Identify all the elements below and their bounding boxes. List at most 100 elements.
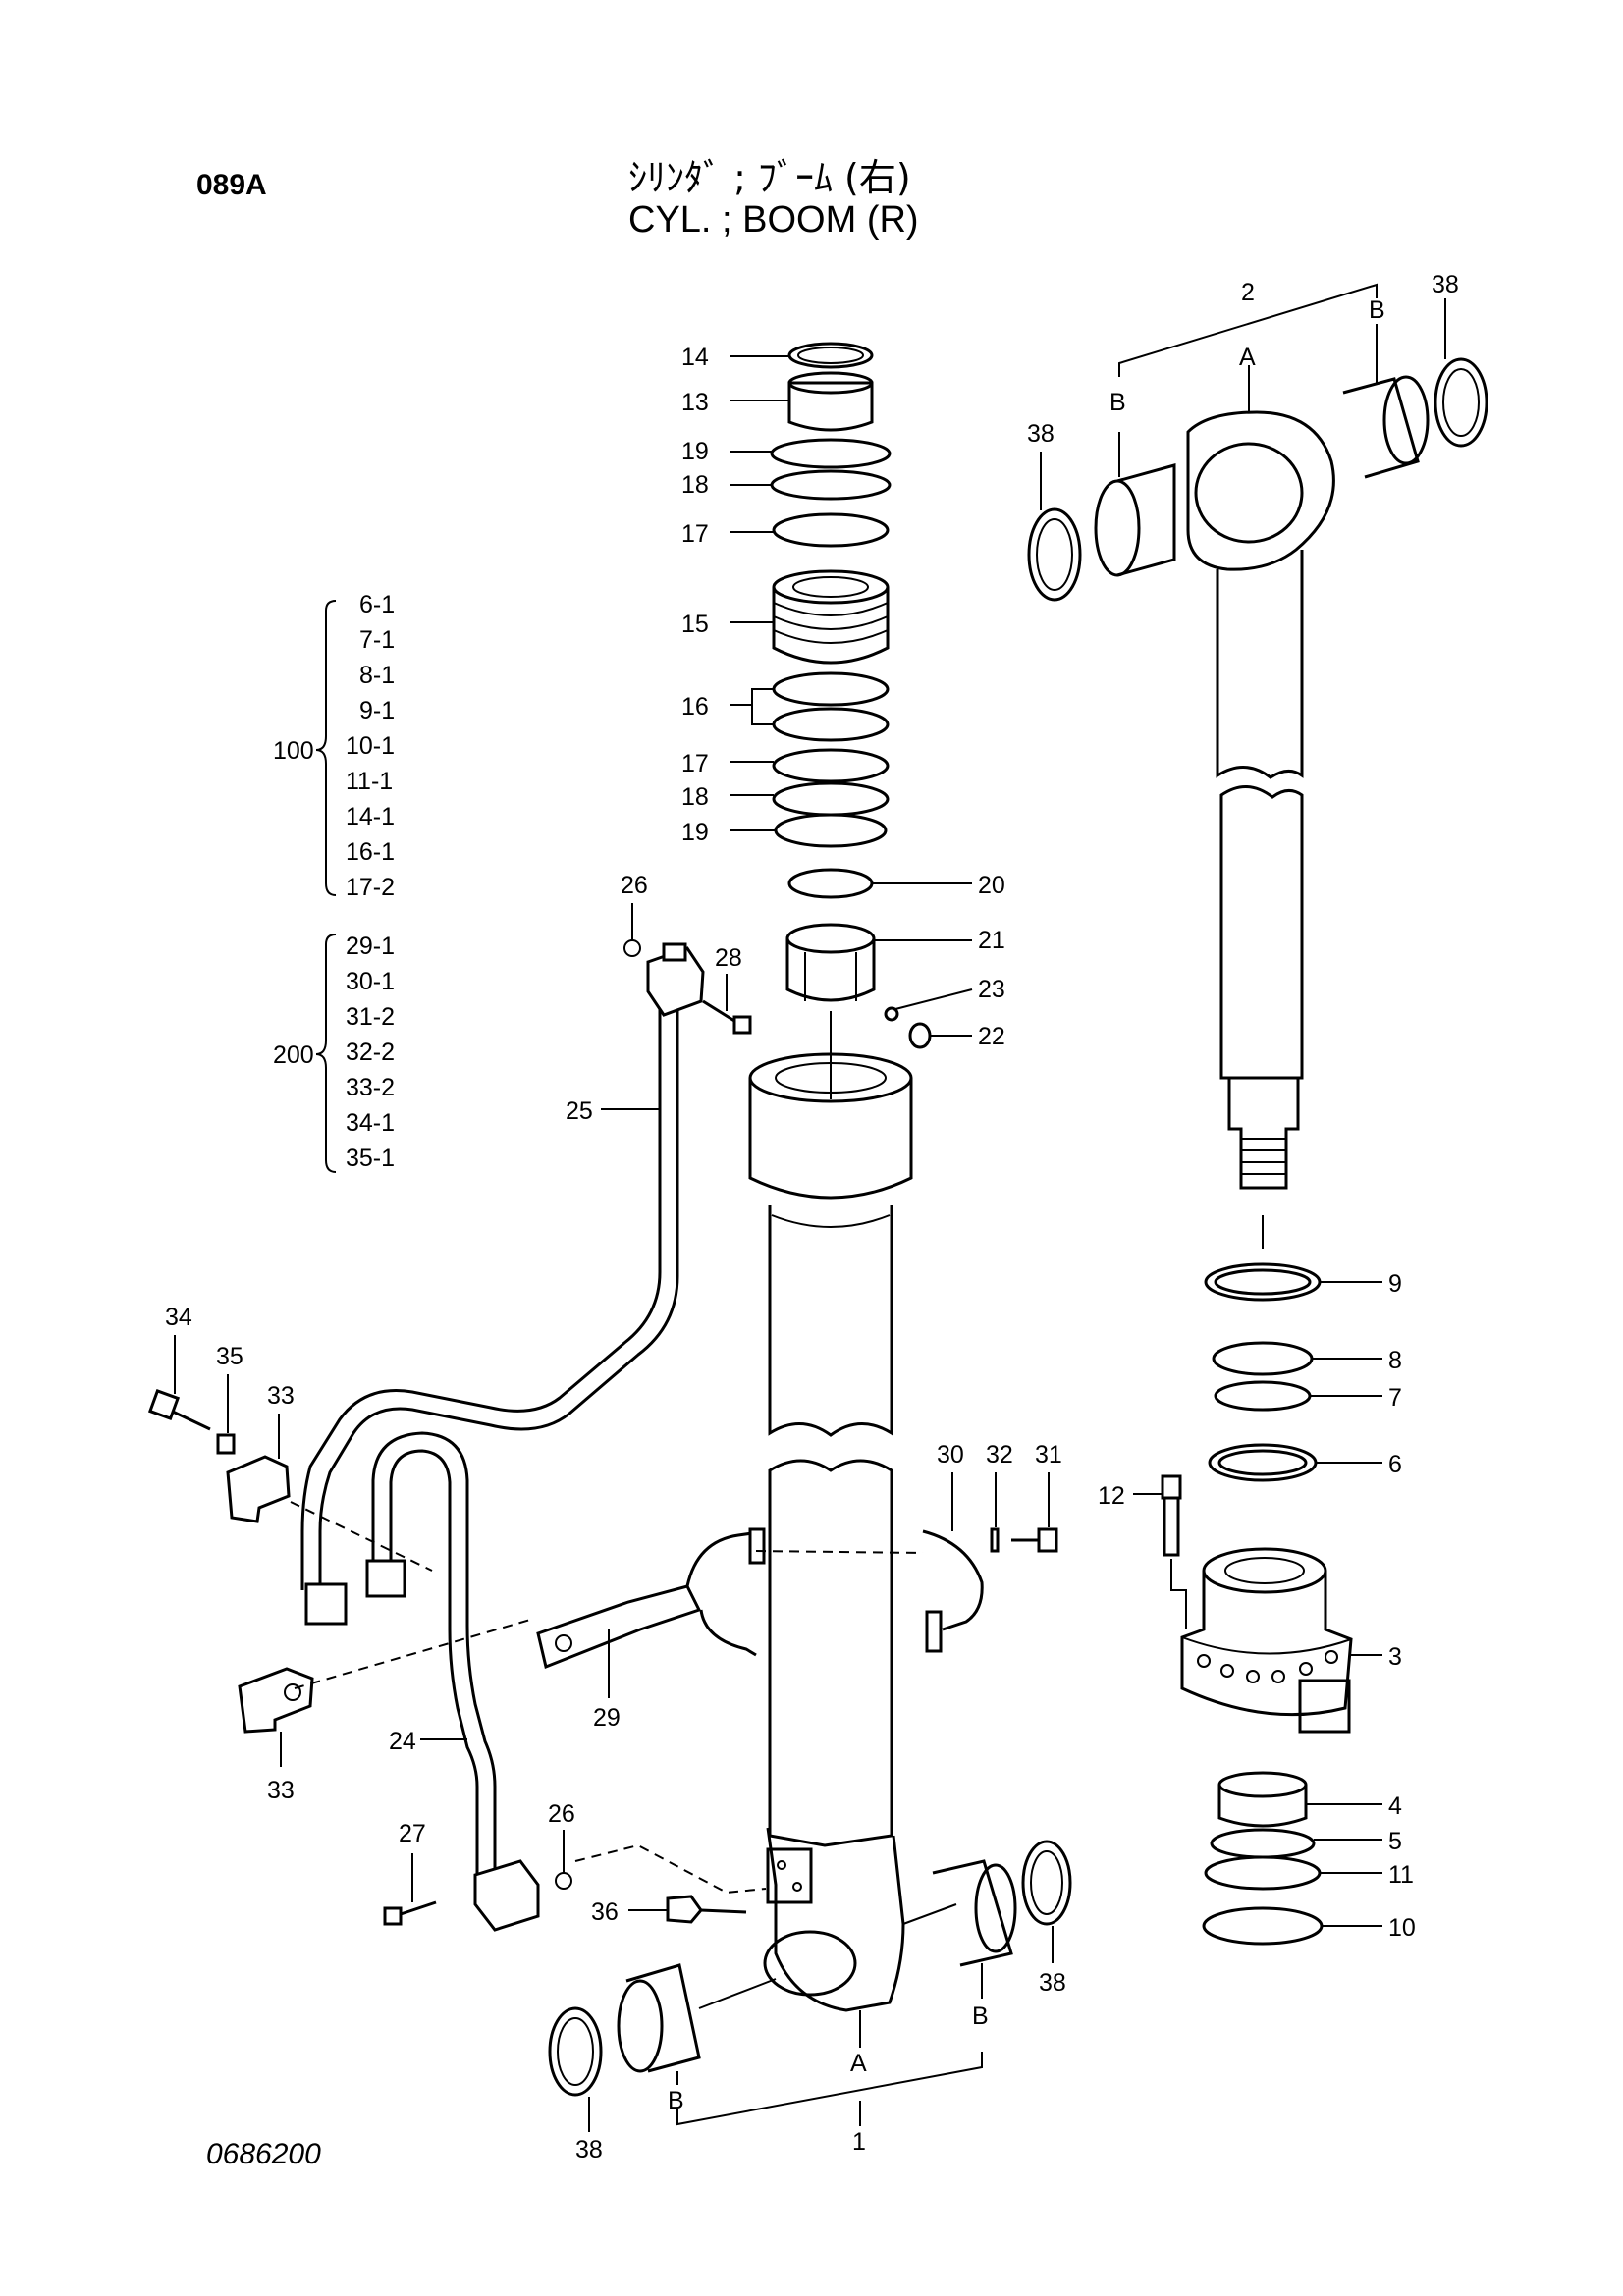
bracket-1 xyxy=(676,2052,983,2126)
part-15-piston-bore xyxy=(792,576,869,598)
port-hole xyxy=(777,1860,786,1870)
callout-label: 22 xyxy=(978,1023,1005,1050)
part-20-washer xyxy=(787,868,874,899)
piping xyxy=(300,942,705,1932)
part-15-grooves xyxy=(773,602,889,644)
part-38-seal-rod-left xyxy=(1027,507,1082,602)
part-3-bolt-hole xyxy=(1197,1654,1211,1668)
part-3-head-bore xyxy=(1224,1557,1305,1584)
part-30-ear xyxy=(925,1610,943,1653)
part-12-bolt-shank xyxy=(1163,1496,1180,1557)
tube-head-bore xyxy=(775,1062,887,1094)
callout-label: 23 xyxy=(978,976,1005,1003)
part-35-nut xyxy=(216,1433,236,1455)
page-code: 089A xyxy=(196,169,267,201)
callout-label: 20 xyxy=(978,872,1005,899)
callout-label: 34 xyxy=(165,1304,192,1331)
flange-24-bottom xyxy=(473,1859,540,1932)
tube-lower xyxy=(768,1459,893,1847)
callout-label: 7 xyxy=(1388,1384,1402,1412)
tube-head xyxy=(748,1078,913,1200)
callout-label: 17 xyxy=(681,520,709,548)
part-34-bolt-shank xyxy=(172,1410,211,1431)
kit-100-item: 6-1 xyxy=(359,591,395,618)
clamp-assembly xyxy=(147,903,1058,1926)
assembly-line-clamp xyxy=(755,1550,924,1554)
callout-label: 31 xyxy=(1035,1441,1062,1468)
callout-label: 17 xyxy=(681,750,709,777)
callout-label: 13 xyxy=(681,389,709,416)
rod-end xyxy=(1227,1078,1300,1190)
callout-label: 25 xyxy=(566,1097,593,1125)
kit-200-item: 31-2 xyxy=(346,1003,395,1031)
bushing-b-bottom-left xyxy=(625,1963,701,2073)
piston-seal-stack xyxy=(1204,1262,1382,1482)
rod-shaft-lower xyxy=(1219,785,1304,1080)
cylinder-tube-upper xyxy=(748,1052,913,1437)
tube-port-block xyxy=(766,1847,813,1904)
drawing-number: 0686200 xyxy=(206,2138,321,2170)
callout-label: 9 xyxy=(1388,1270,1402,1298)
callout-label: 35 xyxy=(216,1343,243,1370)
part-13-bushing xyxy=(787,381,874,432)
cylinder-tube-lower xyxy=(763,1459,905,2012)
leader-23 xyxy=(894,988,973,1010)
part-3-head-top xyxy=(1202,1547,1327,1594)
part-3-flange xyxy=(1181,1636,1352,1655)
kit-100-item: 14-1 xyxy=(346,803,395,830)
part-11-ring xyxy=(1204,1855,1322,1891)
part-38-inner xyxy=(1030,1850,1063,1915)
part-4-bushing xyxy=(1217,1785,1308,1828)
part-38-seal-bottom-left xyxy=(548,2006,603,2097)
part-30-band-lower xyxy=(699,1609,757,1657)
piston-rod-assembly xyxy=(1027,283,1488,1249)
kit-100-label: 100 xyxy=(273,737,314,765)
callout-label: 26 xyxy=(548,1800,575,1828)
part-38-seal-rod-right xyxy=(1434,357,1488,448)
part-18-ring-lower xyxy=(772,781,890,817)
part-30-ear xyxy=(748,1527,766,1565)
bushing-b-rod-right-face xyxy=(1382,375,1430,465)
part-33-clamp-upper xyxy=(226,1455,291,1523)
callout-label: B xyxy=(668,2087,684,2114)
bushing-b-rod-left xyxy=(1116,463,1176,577)
callout-label: 38 xyxy=(575,2136,603,2163)
part-14-inner xyxy=(797,347,864,364)
bushing-b-bottom-right-face xyxy=(974,1863,1017,1953)
flange-25-top-cap xyxy=(662,942,687,962)
part-13-top xyxy=(787,371,874,395)
part-4-bushing-top xyxy=(1217,1771,1308,1798)
part-6-ring-inner xyxy=(1217,1449,1308,1476)
callout-label: 11 xyxy=(1388,1861,1414,1889)
rod-thread xyxy=(1241,1138,1286,1175)
callout-label: 3 xyxy=(1388,1643,1402,1671)
bushing-b-rod-left-face xyxy=(1094,479,1141,577)
part-38-inner xyxy=(1442,368,1480,437)
part-26-o-ring-lower xyxy=(555,1872,572,1890)
part-28-bolt-shank xyxy=(702,999,735,1023)
part-38-inner xyxy=(557,2017,594,2086)
part-17-ring-lower xyxy=(772,748,890,783)
part-19-ring-lower xyxy=(774,813,888,848)
callout-label: 26 xyxy=(621,872,648,899)
part-30-band-clamp-right xyxy=(922,1529,984,1631)
part-23-ball xyxy=(884,1006,899,1022)
kit-100-item: 7-1 xyxy=(359,626,395,654)
part-3-bolt-hole xyxy=(1325,1650,1338,1664)
kit-100-item: 9-1 xyxy=(359,697,395,724)
part-30-band-clamp-left xyxy=(685,1531,753,1587)
part-3-bolt-hole xyxy=(1246,1670,1260,1683)
part-12-bolt-head xyxy=(1161,1474,1182,1500)
callout-label: 15 xyxy=(681,611,709,638)
assembly-line-bracket xyxy=(294,1619,531,1689)
part-21-nut xyxy=(785,938,876,1002)
rod-eye xyxy=(1186,410,1335,571)
part-27-bolt-head xyxy=(383,1906,403,1926)
part-9-ring-inner xyxy=(1214,1268,1312,1296)
pipe-24 xyxy=(389,1449,479,1875)
part-16-ring-b xyxy=(772,707,890,742)
tube-upper xyxy=(768,1205,893,1437)
callout-label: 12 xyxy=(1098,1482,1125,1510)
part-5-ring xyxy=(1210,1828,1316,1859)
